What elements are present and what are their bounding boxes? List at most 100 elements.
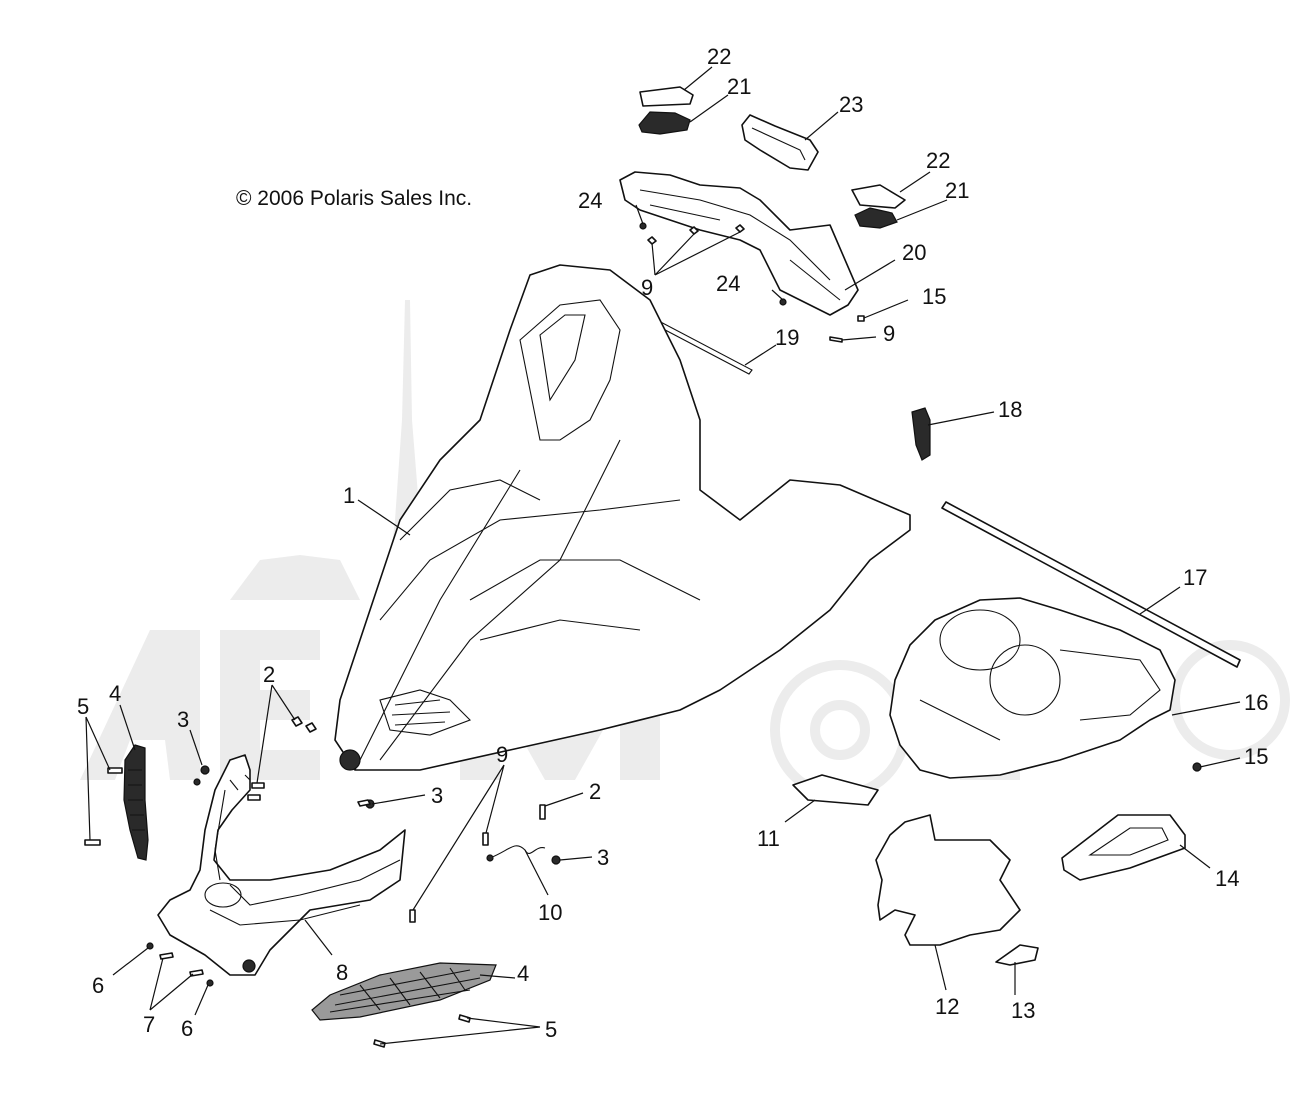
callout-2-mid: 2 — [589, 779, 601, 804]
part-4-lower-step — [311, 962, 497, 1021]
leader-4b — [479, 974, 516, 979]
leader-2a — [256, 684, 296, 784]
callout-15-lower: 15 — [1244, 744, 1268, 769]
part-10-connector — [486, 854, 494, 862]
callout-22-right: 22 — [926, 148, 950, 173]
callout-1: 1 — [343, 483, 355, 508]
callout-5-left: 5 — [77, 694, 89, 719]
copyright-text: © 2006 Polaris Sales Inc. — [236, 187, 472, 210]
part-9-screw-a — [647, 236, 657, 245]
part-16-airbox-detail — [919, 609, 1161, 741]
leader-24a — [635, 204, 644, 225]
leader-4a — [119, 704, 136, 751]
part-5-rivet-c — [458, 1014, 471, 1023]
part-2-bolt-d — [357, 799, 371, 807]
part-1-hood-nose — [339, 749, 361, 771]
part-4-lower-step-grid — [329, 967, 481, 1013]
callout-3-mid: 3 — [431, 783, 443, 808]
part-9-screw-c — [735, 224, 745, 233]
callout-12: 12 — [935, 994, 959, 1019]
part-21-right-bracket — [854, 207, 898, 229]
part-4-side-strip — [123, 744, 149, 861]
callout-17: 17 — [1183, 565, 1207, 590]
part-13-pad — [995, 944, 1039, 966]
callout-16: 16 — [1244, 690, 1268, 715]
callout-labels: 22 21 23 22 21 24 20 9 24 15 9 19 18 1 1… — [77, 44, 1268, 1042]
callout-4-lower: 4 — [517, 961, 529, 986]
part-1-hood-detail — [354, 439, 701, 771]
part-9-screw-d — [829, 336, 843, 343]
part-8-bumper-detail — [204, 789, 401, 926]
callout-3-right: 3 — [597, 845, 609, 870]
leader-3a — [189, 729, 203, 766]
part-22-right-pad — [851, 184, 906, 209]
callout-21-upper: 21 — [727, 74, 751, 99]
callout-7: 7 — [143, 1012, 155, 1037]
leader-23 — [804, 111, 839, 141]
leader-15a — [863, 299, 909, 319]
part-12-heat-shield — [875, 814, 1021, 946]
part-8-bumper-hole — [242, 959, 256, 973]
part-2-bolt-a — [291, 716, 317, 733]
leader-21a — [689, 94, 729, 123]
callout-18: 18 — [998, 397, 1022, 422]
leader-2b — [544, 792, 584, 807]
leader-22b — [899, 171, 931, 193]
callout-6-left: 6 — [92, 973, 104, 998]
part-2-bolt-c — [539, 804, 546, 820]
leader-24b — [771, 289, 784, 301]
callout-14: 14 — [1215, 866, 1239, 891]
part-4-side-strip-detail — [128, 769, 145, 831]
leader-10 — [524, 849, 549, 896]
callout-19: 19 — [775, 325, 799, 350]
leader-21b — [896, 199, 948, 221]
leader-5a — [85, 716, 111, 841]
part-8-bumper-hinge — [229, 774, 251, 791]
part-10-wire-harness — [489, 845, 546, 859]
callout-20: 20 — [902, 240, 926, 265]
part-15-clip-upper — [857, 315, 865, 322]
part-16-airbox — [889, 597, 1176, 779]
leader-8 — [304, 919, 333, 956]
part-17-seal-strip — [941, 501, 1241, 668]
leader-16 — [1171, 701, 1241, 716]
part-22-upper-pad — [639, 86, 694, 107]
leader-19 — [744, 344, 777, 366]
part-15-clip-lower — [1192, 762, 1202, 772]
part-21-upper-bracket — [638, 111, 691, 135]
callout-3-left: 3 — [177, 707, 189, 732]
part-6-nut-a — [146, 942, 154, 950]
leader-14 — [1179, 844, 1211, 869]
part-8-front-bumper — [157, 754, 406, 976]
part-20-console — [619, 171, 859, 316]
leader-1 — [357, 499, 411, 536]
leader-lines — [85, 66, 1241, 1045]
callout-24-left: 24 — [578, 188, 602, 213]
part-3-nut-b — [193, 778, 201, 786]
leader-5b — [379, 1017, 541, 1045]
callout-24-right: 24 — [716, 271, 740, 296]
leader-12 — [934, 944, 947, 991]
leader-9c — [412, 764, 505, 911]
part-3-nut-a — [200, 765, 210, 775]
callout-23: 23 — [839, 92, 863, 117]
part-9-screw-f — [409, 909, 416, 923]
leader-20 — [844, 259, 896, 291]
part-1-hood-lower-vent — [379, 689, 471, 736]
leader-6a — [112, 947, 149, 976]
leader-11 — [784, 799, 816, 823]
callout-9-lower: 9 — [496, 742, 508, 767]
part-7-bolt-a — [159, 952, 174, 960]
leader-3b — [371, 794, 426, 805]
part-24-grommet-b — [779, 298, 787, 306]
callout-13: 13 — [1011, 998, 1035, 1023]
part-9-screw-e — [482, 832, 489, 846]
callout-4-left: 4 — [109, 681, 121, 706]
leader-9a — [651, 231, 741, 276]
callout-22-upper: 22 — [707, 44, 731, 69]
part-9-screw-b — [689, 226, 699, 235]
callout-8: 8 — [336, 960, 348, 985]
part-2-bolt-b — [247, 782, 265, 801]
part-1-hood — [334, 264, 911, 771]
